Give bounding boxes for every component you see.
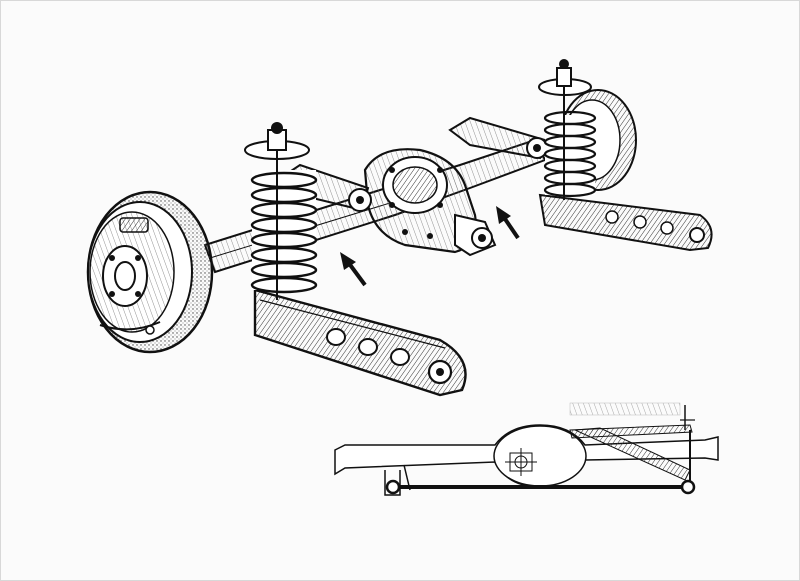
inset-center-symbol xyxy=(505,448,537,476)
callout-arrow-right xyxy=(496,206,520,240)
left-trailing-arm xyxy=(253,288,467,397)
right-coil-spring xyxy=(538,59,597,200)
right-trailing-arm xyxy=(538,193,713,252)
inset-schematic xyxy=(334,402,719,496)
left-coil-spring xyxy=(244,122,318,300)
right-upper-link xyxy=(448,116,548,160)
differential-housing xyxy=(363,148,497,257)
left-brake-drum xyxy=(86,190,214,354)
callout-arrow-left xyxy=(340,252,367,287)
